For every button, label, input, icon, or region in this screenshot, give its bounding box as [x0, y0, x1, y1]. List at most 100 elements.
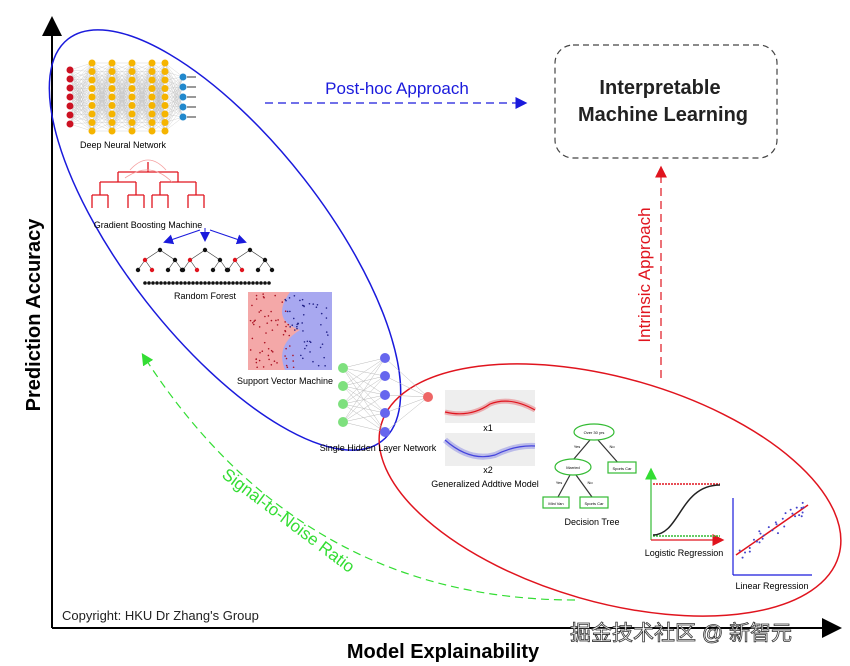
shln-edge [342, 357, 386, 387]
dt-no-1: No [609, 444, 615, 449]
rf-leaf [159, 281, 163, 285]
svm-point [305, 344, 308, 347]
shln-edge [342, 394, 386, 405]
shln-input-node [338, 417, 348, 427]
dt-no-2: No [587, 480, 593, 485]
black-box-models-ellipse [48, 29, 402, 451]
dnn-edge [131, 62, 153, 106]
gbm-label: Gradient Boosting Machine [94, 220, 203, 230]
dnn-edge [164, 96, 184, 132]
dnn-edge [69, 88, 93, 98]
svm-point [251, 337, 254, 340]
dnn-edge [151, 96, 166, 132]
dnn-edge [91, 62, 113, 72]
svm-label: Support Vector Machine [237, 376, 333, 386]
dnn-edge [164, 96, 184, 123]
rf-leaf [215, 281, 219, 285]
rf-leaf [167, 281, 171, 285]
shln-hidden-node [380, 353, 390, 363]
linreg-point [758, 530, 761, 533]
svm-point [286, 310, 289, 313]
shln-input-node [338, 399, 348, 409]
svm-point [285, 299, 287, 302]
dnn-node [148, 85, 156, 92]
dnn-node [128, 68, 136, 75]
svm-point [289, 345, 291, 347]
svm-point [287, 323, 290, 326]
dnn-edge [131, 113, 153, 132]
svm-point [312, 303, 315, 305]
linreg-label: Linear Regression [735, 581, 808, 591]
dnn-node [161, 76, 169, 84]
rf-node [157, 247, 163, 253]
shln-edge [384, 394, 429, 398]
dnn-edge [111, 62, 133, 72]
svm-point [284, 321, 286, 323]
linreg-point [801, 501, 804, 504]
svm-point [260, 309, 262, 312]
svm-point [316, 303, 319, 306]
dnn-node [148, 93, 156, 101]
logit-label: Logistic Regression [645, 548, 724, 558]
dnn-node [161, 68, 169, 75]
rf-node [225, 267, 231, 273]
dnn-node [88, 76, 96, 84]
svm-point [258, 311, 261, 313]
dnn-edge [151, 62, 166, 132]
rf-label: Random Forest [174, 291, 237, 301]
linreg-point [748, 550, 751, 553]
linreg-point [794, 515, 797, 518]
dnn-edge [91, 62, 113, 81]
rf-leaf [259, 281, 263, 285]
dnn-edge [69, 79, 93, 125]
svm-point [262, 293, 264, 295]
dnn-edge [69, 113, 93, 116]
dnn-edge [69, 78, 93, 106]
rf-edge [249, 249, 266, 261]
dnn-edge [91, 62, 113, 106]
linreg-point [798, 514, 801, 517]
dnn-edge [69, 62, 93, 125]
dnn-edge [164, 96, 184, 118]
dnn-edge [131, 62, 153, 123]
shln-edge [342, 357, 386, 405]
svm-point [303, 341, 306, 343]
svm-point [302, 330, 304, 332]
rf-leaf [191, 281, 195, 285]
rf-node [247, 247, 253, 253]
rf-leaf [175, 281, 179, 285]
linreg-point [741, 556, 744, 559]
dnn-edge [164, 76, 184, 98]
svm-point [258, 326, 261, 328]
svm-point [271, 351, 274, 353]
svm-point [324, 364, 326, 367]
linreg-point [789, 508, 792, 511]
dnn-edge [164, 76, 184, 115]
svm-point [285, 325, 287, 328]
deep-neural-network-figure [66, 59, 196, 135]
dnn-node [161, 119, 169, 126]
rf-leaf [183, 281, 187, 285]
dnn-edge [164, 116, 184, 132]
rf-leaf [143, 281, 147, 285]
dnn-node [66, 102, 74, 110]
dnn-node [128, 127, 136, 135]
dnn-node [148, 68, 156, 75]
dnn-edge [69, 62, 93, 89]
dnn-edge [69, 87, 93, 132]
svm-point [296, 325, 298, 328]
dnn-node [66, 84, 74, 92]
linreg-point [755, 540, 758, 543]
dnn-edge [151, 62, 166, 89]
shln-output-node [423, 392, 433, 402]
svm-point [292, 317, 295, 320]
rf-node [262, 257, 268, 263]
svm-point [284, 355, 286, 357]
svm-point [309, 351, 311, 353]
shln-edge [342, 357, 386, 423]
linreg-point [759, 532, 762, 535]
dnn-edge [91, 88, 113, 132]
dnn-node [66, 120, 74, 128]
dnn-node [179, 73, 187, 81]
dnn-edge [164, 88, 184, 108]
